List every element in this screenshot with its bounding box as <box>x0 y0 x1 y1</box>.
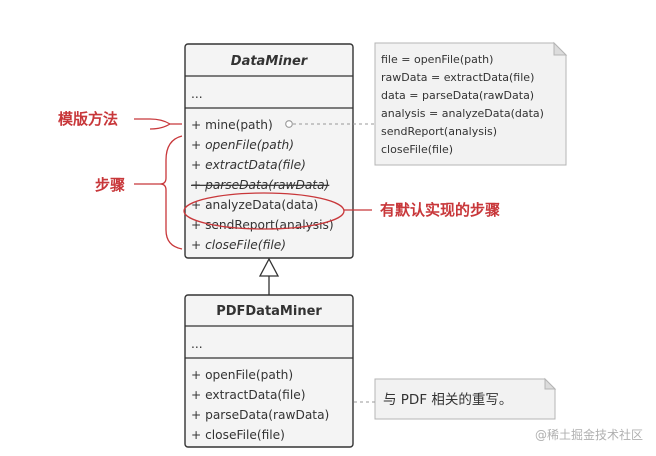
label-default-steps: 有默认实现的步骤 <box>380 201 500 219</box>
method-row: + parseData(rawData) <box>191 408 329 422</box>
method-row: + closeFile(file) <box>191 428 285 442</box>
annotation-default-steps: 有默认实现的步骤 <box>344 201 500 219</box>
method-row: + analyzeData(data) <box>191 198 318 212</box>
method-row: + sendReport(analysis) <box>191 218 334 232</box>
label-template-method: 模版方法 <box>58 110 118 128</box>
method-row: + extractData(file) <box>191 158 306 172</box>
method-row: + extractData(file) <box>191 388 306 402</box>
annotation-steps: 步骤 <box>95 135 183 250</box>
note-line: analysis = analyzeData(data) <box>381 107 544 120</box>
default-steps-highlight <box>183 192 345 230</box>
annotation-template-method: 模版方法 <box>58 110 182 130</box>
note-template-fold-icon <box>553 41 568 56</box>
note-line: sendReport(analysis) <box>381 125 497 138</box>
method-row: + openFile(path) <box>191 138 294 152</box>
connector-anchor-icon <box>285 120 293 128</box>
class-dataminer-fields: ... <box>191 87 203 101</box>
method-row: + openFile(path) <box>191 368 293 382</box>
note-line: closeFile(file) <box>381 143 453 156</box>
note-line: data = parseData(rawData) <box>381 89 534 102</box>
note-pdf-box <box>374 378 556 420</box>
class-pdfdataminer-title: PDFDataMiner <box>216 304 322 319</box>
note-template-box <box>374 42 567 166</box>
class-dataminer-methods: + mine(path) + openFile(path) + extractDat… <box>191 118 334 252</box>
class-pdfdataminer-box <box>184 294 354 448</box>
class-pdfdataminer: PDFDataMiner ... + openFile(path) + extra… <box>184 294 354 448</box>
brace-template-method <box>134 118 182 130</box>
note-template-lines: file = openFile(path) rawData = extractDa… <box>381 53 544 156</box>
watermark: @稀土掘金技术社区 <box>535 427 643 442</box>
class-dataminer: DataMiner ... + mine(path) + openFile(pat… <box>184 43 354 259</box>
class-pdfdataminer-fields: ... <box>191 337 203 351</box>
class-dataminer-title: DataMiner <box>231 54 309 69</box>
inheritance-arrow <box>258 257 280 295</box>
note-line: rawData = extractData(file) <box>381 71 534 84</box>
method-row: + closeFile(file) <box>191 238 286 252</box>
note-pdf-fold-icon <box>544 377 557 390</box>
label-steps: 步骤 <box>95 176 125 194</box>
note-line: file = openFile(path) <box>381 53 493 66</box>
inheritance-triangle-icon <box>258 257 280 277</box>
brace-steps <box>159 135 183 250</box>
class-pdfdataminer-methods: + openFile(path) + extractData(file) + par… <box>191 368 329 442</box>
method-row: + parseData(rawData) <box>191 178 329 192</box>
note-pdf-overrides: 与 PDF 相关的重写。 <box>374 377 557 420</box>
method-row: + mine(path) <box>191 118 273 132</box>
note-template-body: file = openFile(path) rawData = extractDa… <box>374 41 568 166</box>
note-pdf-text: 与 PDF 相关的重写。 <box>383 392 512 408</box>
